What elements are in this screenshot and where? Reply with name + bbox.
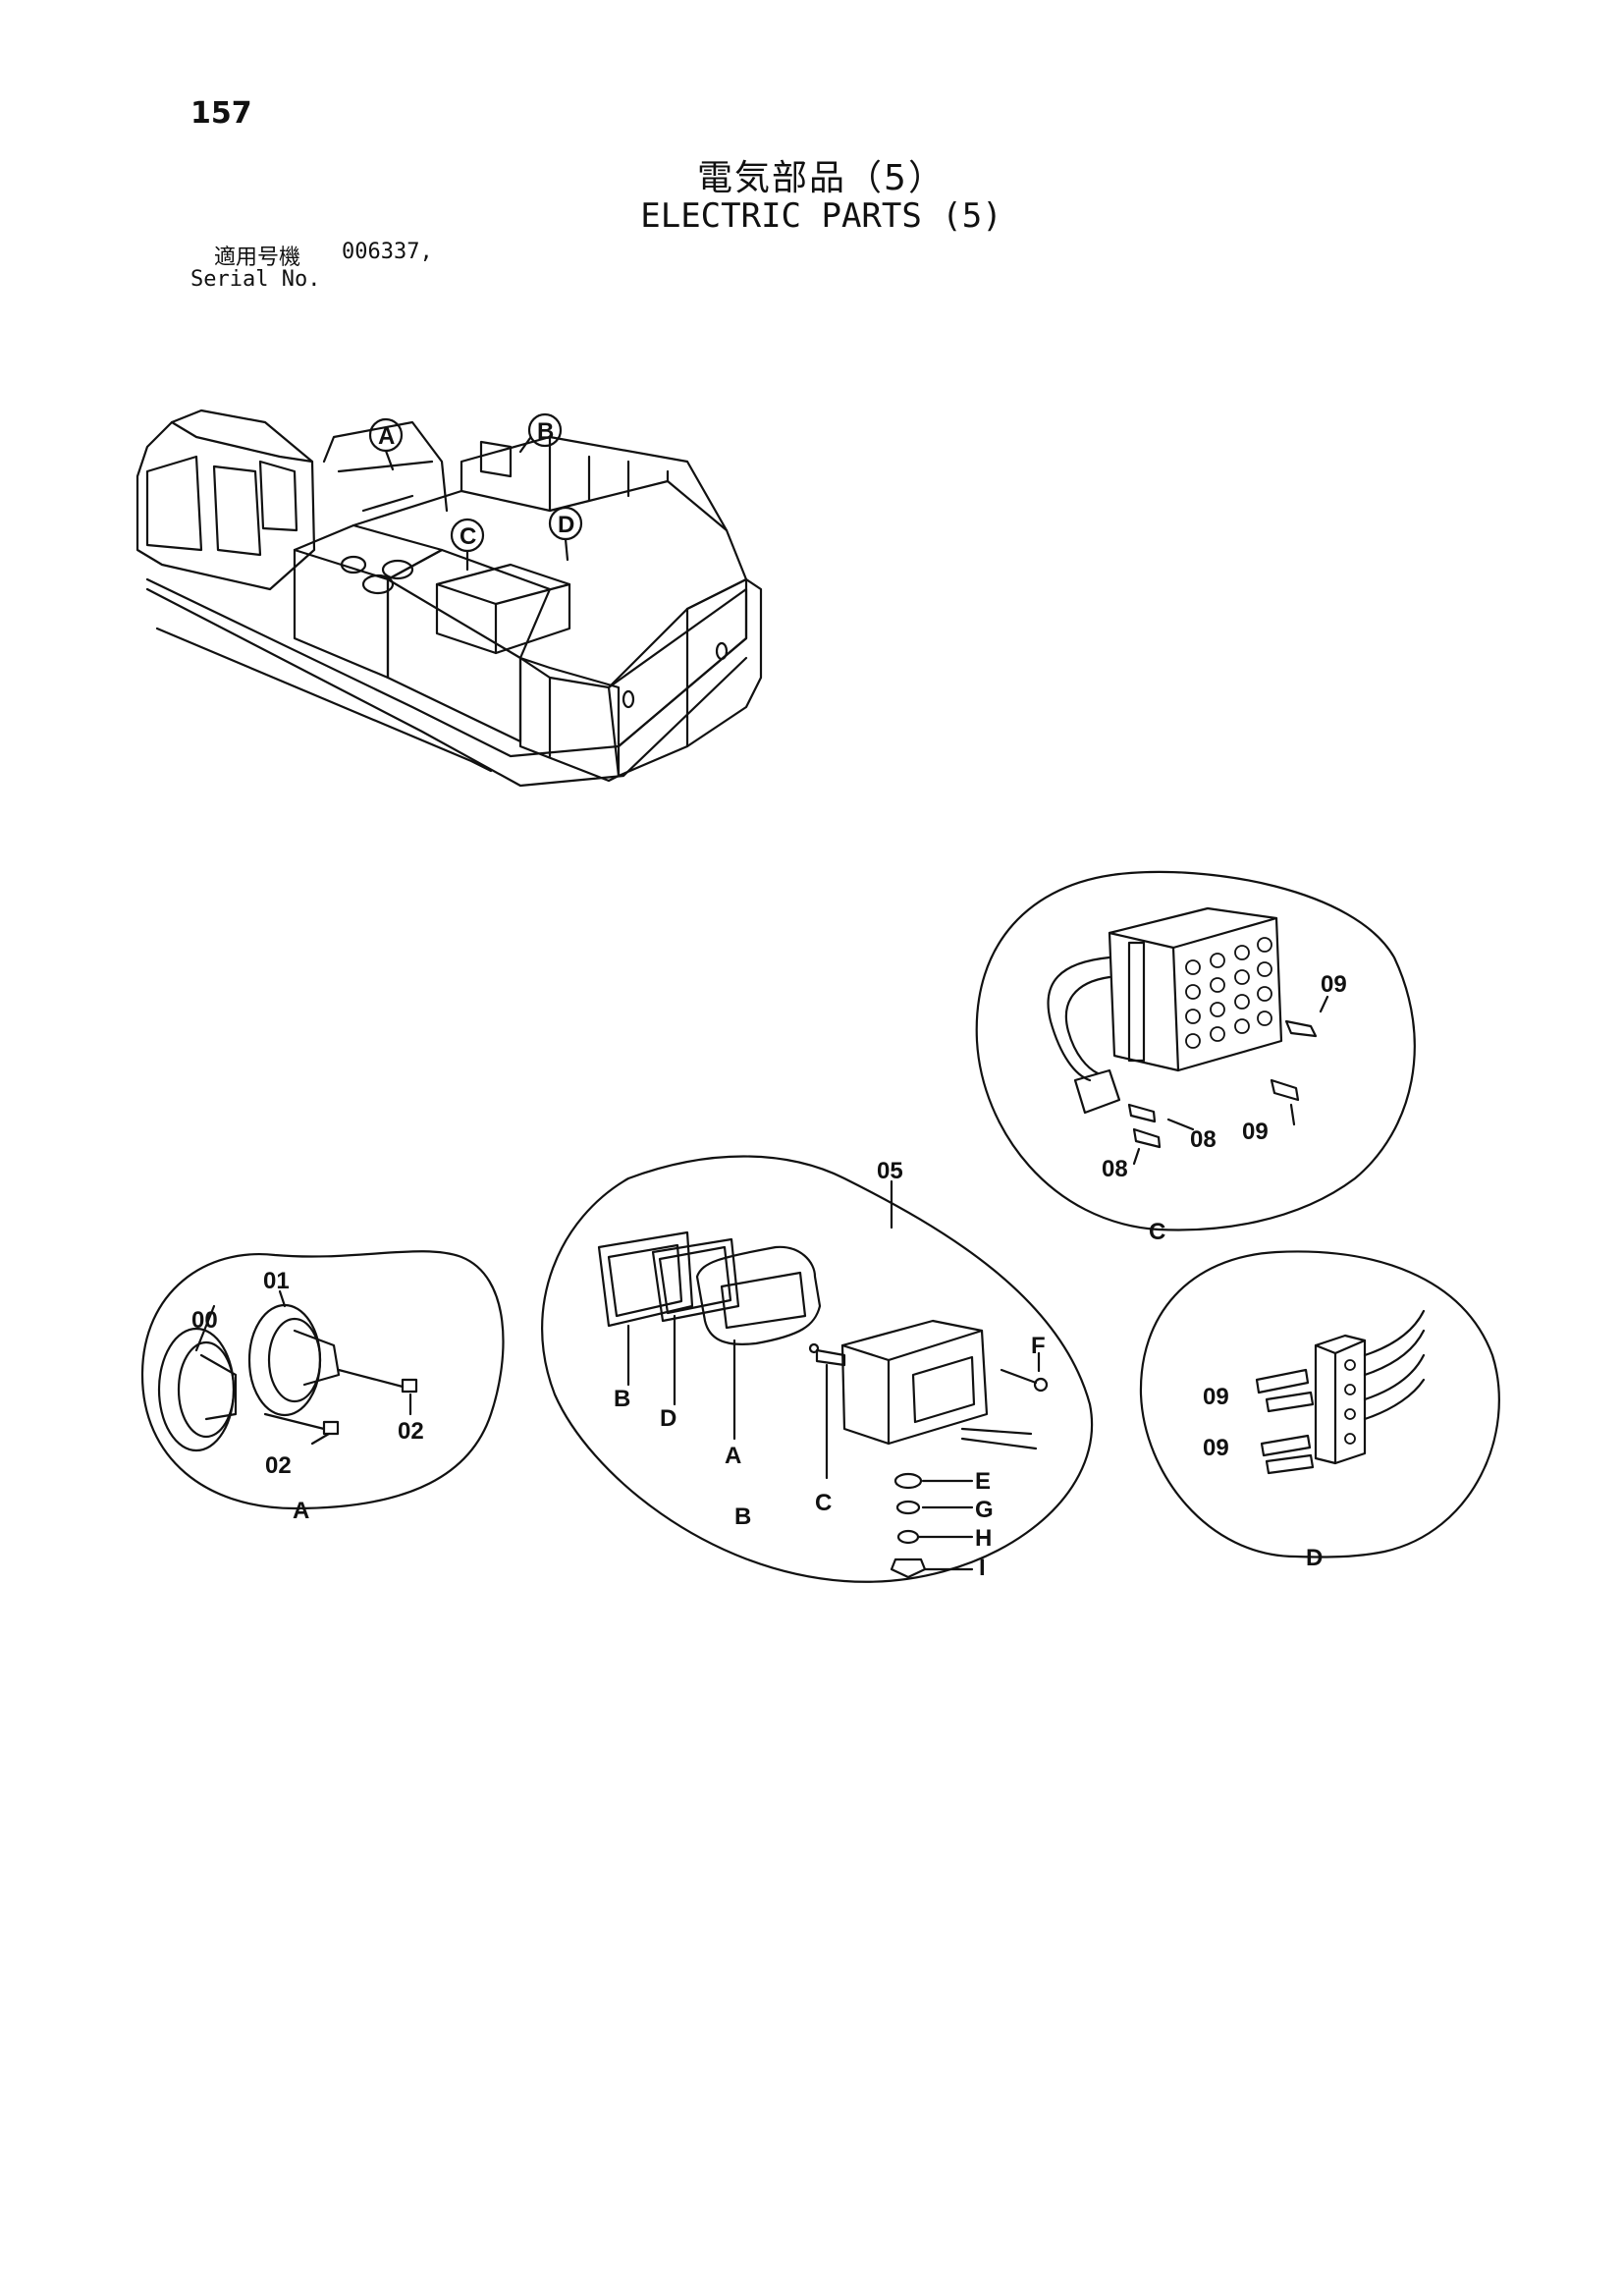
overview-callout-c-label: C <box>460 523 476 550</box>
detail-c-part-09-upper: 09 <box>1321 971 1347 998</box>
detail-a-label: A <box>293 1498 309 1524</box>
detail-b-assembly-05: 05 <box>877 1158 903 1184</box>
detail-c-boundary <box>975 870 1416 1231</box>
detail-b-label: B <box>734 1503 751 1530</box>
overview-callout-b-label: B <box>537 418 554 445</box>
overview-callout-b <box>518 412 563 454</box>
detail-a-part-00: 00 <box>191 1307 218 1334</box>
detail-b-part-f: F <box>1031 1333 1046 1359</box>
detail-b-group <box>541 1155 1093 1583</box>
page-number: 157 <box>190 96 252 131</box>
detail-b-part-d: D <box>660 1405 676 1432</box>
serial-label-japanese: 適用号機 <box>214 246 301 270</box>
detail-a-part-02-right: 02 <box>398 1418 424 1445</box>
detail-b-part-e: E <box>975 1468 991 1495</box>
detail-d-group <box>1139 1250 1500 1558</box>
detail-d-part-09-lower: 09 <box>1203 1435 1229 1461</box>
detail-b-boundary <box>541 1155 1093 1583</box>
detail-d-part-09-upper: 09 <box>1203 1384 1229 1410</box>
detail-b-part-g: G <box>975 1497 994 1523</box>
detail-c-group <box>975 870 1416 1231</box>
overview-callout-c <box>450 518 485 572</box>
detail-b-part-c: C <box>815 1490 832 1516</box>
detail-c-part-09-lower: 09 <box>1242 1119 1269 1145</box>
page-title-english: ELECTRIC PARTS (5) <box>640 196 1002 236</box>
detail-a-part-02-left: 02 <box>265 1452 292 1479</box>
overview-callout-a <box>368 417 404 471</box>
overview-callout-d <box>548 506 583 562</box>
detail-b-part-i: I <box>979 1555 986 1581</box>
serial-label-english: Serial No. <box>190 267 321 292</box>
serial-number-value: 006337, <box>342 240 433 264</box>
detail-c-part-08-left: 08 <box>1102 1156 1128 1182</box>
detail-d-label: D <box>1306 1545 1323 1571</box>
detail-d-boundary <box>1139 1250 1500 1558</box>
detail-a-group <box>140 1250 505 1510</box>
detail-a-boundary <box>140 1250 505 1510</box>
detail-b-part-b: B <box>614 1386 630 1412</box>
overview-callout-a-label: A <box>378 423 395 450</box>
page-title-japanese: 電気部品（5） <box>697 158 946 198</box>
detail-a-part-01: 01 <box>263 1268 290 1294</box>
excavator-overview-drawing <box>135 409 763 788</box>
detail-b-part-a: A <box>725 1443 741 1469</box>
overview-callout-d-label: D <box>558 512 574 538</box>
detail-c-part-08-right: 08 <box>1190 1126 1217 1153</box>
detail-c-label: C <box>1149 1219 1165 1245</box>
detail-b-part-h: H <box>975 1525 992 1552</box>
